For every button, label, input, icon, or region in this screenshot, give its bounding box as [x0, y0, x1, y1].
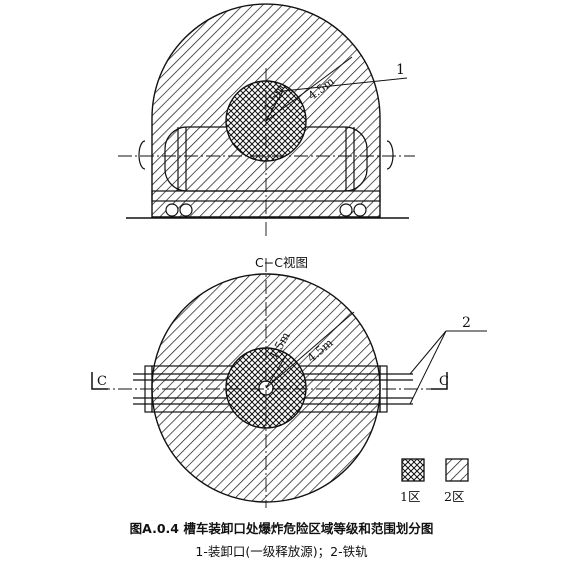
legend-label-zone1: 1区	[400, 489, 420, 504]
section-label-right: C	[439, 374, 449, 389]
section-marks	[91, 372, 448, 390]
legend-swatch-zone1	[401, 458, 425, 482]
figure-caption: 图A.0.4 槽车装卸口处爆炸危险区域等级和范围划分图	[129, 521, 434, 536]
figure-note: 1-装卸口(一级释放源)；2-铁轨	[195, 544, 368, 559]
legend-label-zone2: 2区	[444, 489, 464, 504]
legend: 1区 2区	[400, 458, 469, 504]
top-view: 1 1.5m 4.5m	[118, 3, 415, 236]
radius-dimensions-bottom	[265, 311, 355, 389]
leader-label-1: 1	[396, 62, 405, 78]
wheel-set	[165, 203, 367, 217]
leader-2-lines	[409, 330, 487, 405]
centerlines-bottom	[96, 258, 440, 508]
legend-swatch-zone2	[445, 458, 469, 482]
bottom-view: 1.5m 4.5m 2 C C	[91, 258, 487, 508]
section-label-left: C	[97, 374, 107, 389]
leader-label-2: 2	[462, 315, 471, 331]
view-label: C−C视图	[255, 255, 308, 270]
radius-dimensions-top	[265, 56, 408, 122]
centerlines-top	[118, 68, 415, 236]
